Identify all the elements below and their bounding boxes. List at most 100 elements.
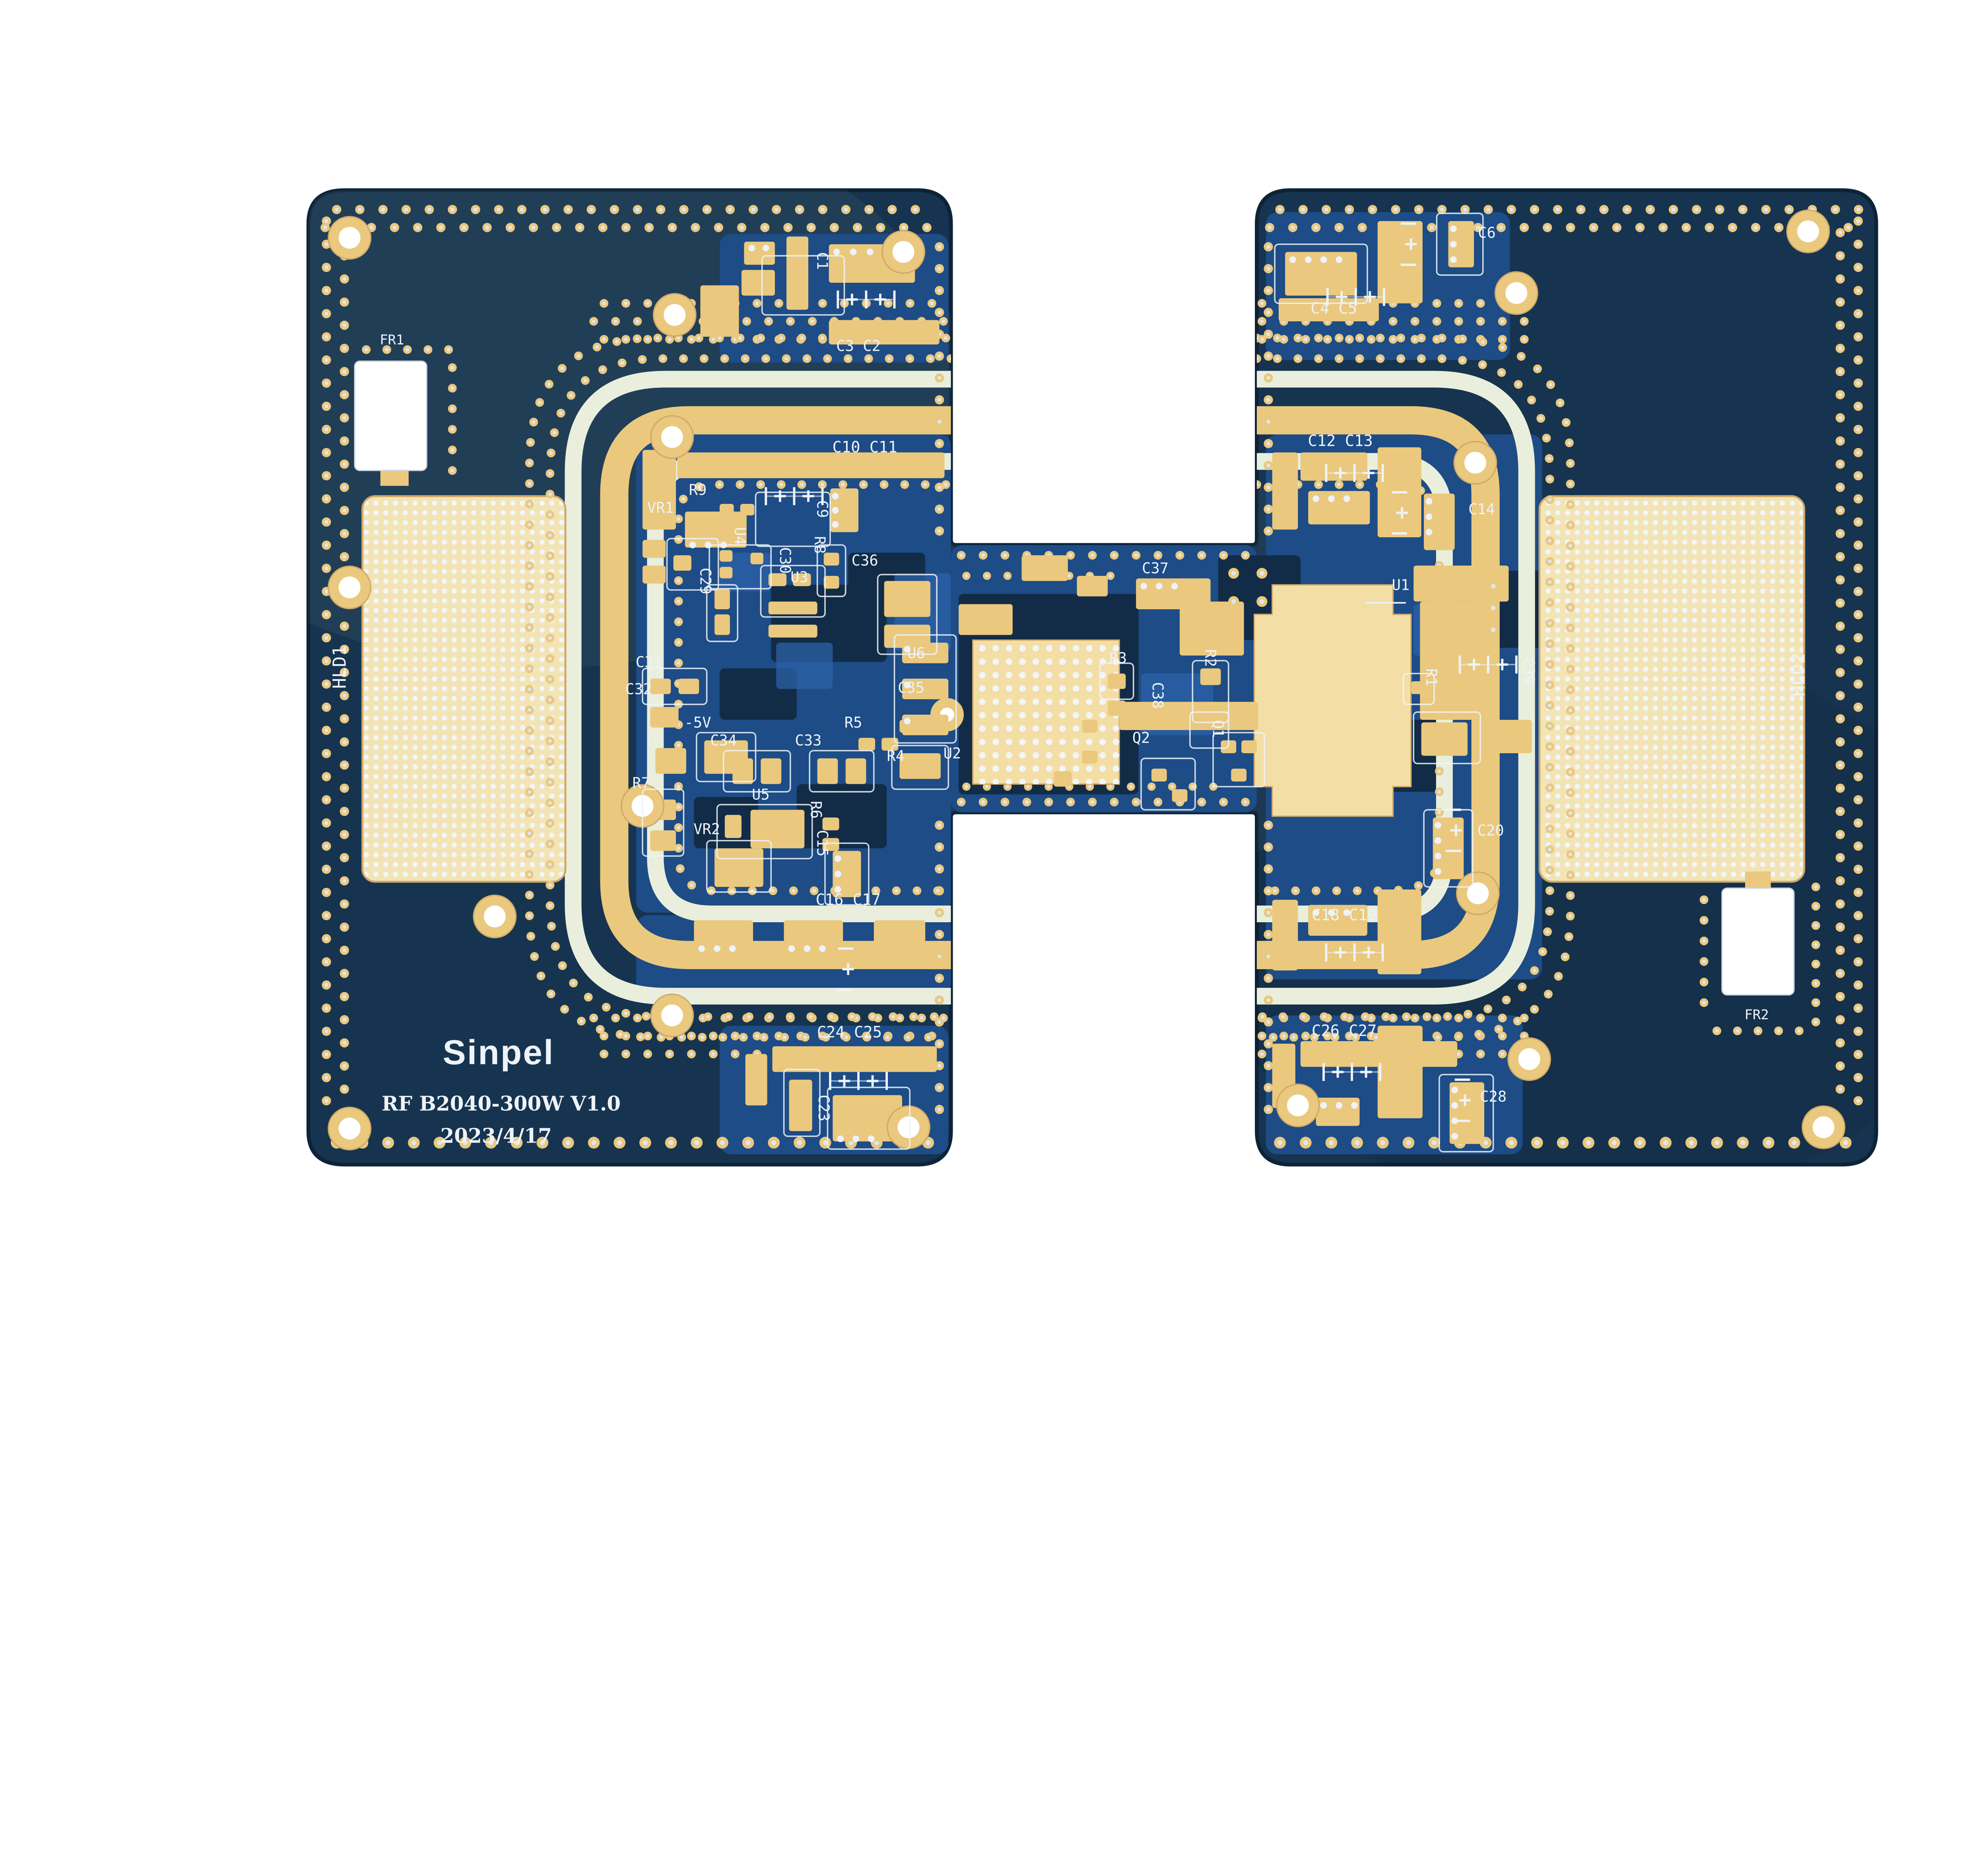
pad-drill-dot: [832, 521, 839, 528]
gold-pad: [1300, 941, 1367, 967]
mounting-hole: [338, 227, 361, 249]
gold-pad: [714, 848, 763, 887]
silkscreen-label: U5: [752, 786, 770, 803]
mounting-hole: [897, 1116, 920, 1138]
pad-drill-dot: [834, 871, 841, 878]
silkscreen-label: U6: [907, 645, 925, 662]
silkscreen-label: C38: [1149, 682, 1166, 709]
silk-courtyard: [893, 634, 957, 744]
pad-drill-dot: [868, 1135, 875, 1143]
silk-courtyard: [824, 842, 870, 906]
gold-pad: [1082, 750, 1098, 764]
silkscreen-label: C4 C5: [1311, 300, 1357, 318]
silkscreen-label: C32: [625, 680, 652, 698]
silkscreen-label: HLD2: [1788, 653, 1809, 696]
silk-courtyard: [1402, 672, 1435, 705]
mounting-hole: [661, 1004, 683, 1026]
silkscreen-label: U3: [790, 569, 808, 586]
pad-drill-dot: [1451, 1133, 1458, 1140]
pad-drill-dot: [866, 249, 874, 255]
pad-drill-dot: [1336, 256, 1343, 263]
gold-pad: [1021, 555, 1068, 581]
pad-drill-dot: [904, 645, 911, 653]
gold-pad: [1272, 900, 1298, 971]
gold-pad: [678, 678, 699, 694]
pad-drill-dot: [819, 945, 826, 952]
gold-pad: [902, 715, 949, 735]
silkscreen-label: C14: [1468, 501, 1495, 518]
gold-pad: [1308, 905, 1367, 936]
gold-pad: [884, 581, 931, 617]
silkscreen-label: R2: [1202, 649, 1219, 667]
mounting-hole: [1287, 1094, 1309, 1117]
gold-pad: [829, 320, 940, 345]
mounting-hole: [1505, 282, 1528, 304]
silkscreen-label: C34: [710, 732, 737, 749]
pad-drill-dot: [1140, 583, 1147, 590]
gold-pad: [833, 1095, 902, 1142]
pad-drill-dot: [1312, 909, 1320, 916]
silk-courtyard: [716, 804, 813, 859]
silkscreen-label: C6: [1478, 224, 1496, 241]
pad-drill-dot: [834, 886, 841, 893]
gold-pad: [817, 758, 838, 784]
mounting-hole: [1467, 882, 1489, 904]
pad-drill-dot: [1155, 583, 1163, 590]
silkscreen-label: C10 C11: [832, 439, 897, 457]
gold-pad: [1308, 491, 1370, 525]
via-hole: [1491, 584, 1496, 589]
gold-pad: [833, 851, 861, 897]
silkscreen-label: R1: [1423, 669, 1440, 686]
silkscreen-label: C20: [1477, 822, 1504, 839]
brand-logo: Sinpel: [443, 1033, 554, 1072]
gold-pad: [643, 540, 666, 558]
silkscreen-label: C28: [1480, 1088, 1507, 1105]
silk-courtyard: [827, 1086, 911, 1150]
silk-courtyard: [891, 744, 949, 790]
gold-pad: [1300, 452, 1367, 481]
gold-pad: [1180, 601, 1244, 656]
silkscreen-label: VR1: [647, 499, 674, 517]
gold-pad: [1151, 768, 1167, 782]
pad-drill-dot: [1435, 853, 1442, 859]
gold-pad: [677, 452, 945, 478]
fr2-window: [1721, 887, 1795, 996]
pad-drill-dot: [748, 245, 755, 252]
mounting-hole: [664, 304, 686, 326]
pad-drill-dot: [698, 945, 705, 952]
silkscreen-label: U2: [944, 745, 961, 762]
gold-pad: [745, 1054, 767, 1106]
pad-drill-dot: [1450, 225, 1457, 232]
pad-drill-dot: [1171, 583, 1178, 590]
gold-pad: [1272, 452, 1298, 530]
rf-microstrip: [1256, 406, 1500, 969]
gold-pad: [822, 817, 839, 830]
pad-drill-dot: [804, 945, 811, 952]
u1-flange-pad: [1253, 584, 1412, 817]
gold-pad: [643, 566, 666, 584]
pad-drill-dot: [1343, 909, 1350, 916]
fr1-window: [354, 360, 427, 471]
mounting-hole: [1464, 452, 1486, 474]
pad-drill-dot: [1320, 256, 1327, 263]
silkscreen-label: FR2: [1745, 1007, 1769, 1023]
gold-pad: [881, 738, 899, 751]
silkscreen-label: C31: [636, 653, 662, 671]
gold-pad: [650, 707, 679, 728]
gold-pad: [786, 236, 808, 310]
silk-courtyard: [722, 750, 791, 793]
gold-pad: [1221, 740, 1237, 753]
silkscreen-label: C15: [814, 830, 831, 857]
pad-drill-dot: [714, 945, 720, 952]
gold-pad: [789, 1079, 812, 1131]
silkscreen-label: R7: [632, 774, 650, 791]
pad-drill-dot: [1435, 837, 1442, 844]
gold-pad: [694, 920, 753, 951]
silk-courtyard: [642, 788, 685, 857]
pad-drill-dot: [904, 682, 911, 689]
gold-pad: [1420, 601, 1474, 720]
rf-guard-ring: [1256, 371, 1535, 1005]
via-row: [1252, 334, 1575, 1042]
